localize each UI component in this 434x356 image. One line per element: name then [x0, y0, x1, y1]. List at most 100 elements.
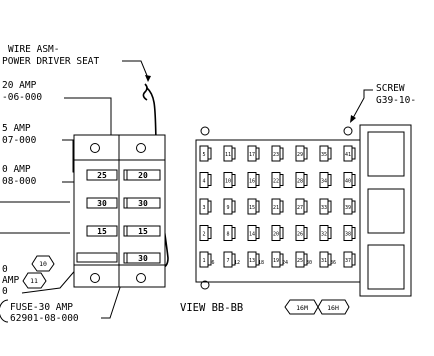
- terminal-number: 25: [297, 258, 303, 264]
- fuse-slot: 30: [123, 252, 161, 264]
- screw-label-line2: G39-10-: [376, 95, 416, 106]
- terminal-slot: 4: [199, 172, 212, 188]
- terminal-number: 21: [273, 205, 279, 211]
- fuse-slot: 30: [123, 197, 161, 209]
- left-fragment-2: AMP: [2, 275, 19, 286]
- svg-text:15: 15: [138, 227, 148, 236]
- terminal-slot: 19: [271, 251, 284, 268]
- svg-text:25: 25: [97, 171, 107, 180]
- terminal-number: 40: [345, 179, 351, 185]
- terminal-number: 23: [273, 152, 279, 158]
- terminal-slot: 33: [319, 198, 332, 215]
- leader-lines: [0, 60, 373, 319]
- terminal-slot: 8: [223, 225, 236, 241]
- terminal-slot: 13: [247, 251, 260, 268]
- terminal-number: 20: [273, 232, 279, 238]
- terminal-number: 38: [345, 232, 351, 238]
- screw-label-line1: SCREW: [376, 83, 405, 94]
- terminal-number: 31: [321, 258, 327, 264]
- terminal-number: 33: [321, 205, 327, 211]
- terminal-slot: 40: [343, 172, 356, 188]
- terminal-slot: 41: [343, 145, 356, 162]
- terminal-slot: 37: [343, 251, 356, 268]
- terminal-slot: 31: [319, 251, 332, 268]
- terminal-number: 28: [297, 179, 303, 185]
- terminal-number: 4: [202, 179, 205, 185]
- terminal-number: 19: [273, 258, 279, 264]
- terminal-number: 7: [226, 258, 229, 264]
- amp30-label-line1: 0 AMP: [2, 164, 31, 175]
- terminal-number: 3: [202, 205, 205, 211]
- relay-box: [367, 244, 405, 290]
- view-title: VIEW BB-BB: [180, 302, 243, 314]
- terminal-number: 2: [202, 232, 205, 238]
- terminal-slot: 16: [247, 172, 260, 188]
- svg-text:10: 10: [39, 260, 47, 268]
- screw-hole: [200, 126, 210, 136]
- svg-text:20: 20: [138, 171, 148, 180]
- fuse-slot: 25: [86, 169, 118, 181]
- terminal-number: 15: [249, 205, 255, 211]
- terminal-slot: 15: [247, 198, 260, 215]
- view-tag-frame-16h: [317, 299, 350, 315]
- terminal-slot: 34: [319, 172, 332, 188]
- circled-ref-10: 10: [31, 255, 55, 272]
- mount-hole: [136, 273, 146, 283]
- screw-hole: [200, 280, 210, 290]
- terminal-slot: 9: [223, 198, 236, 215]
- terminal-number: 12: [234, 260, 240, 266]
- terminal-number: 10: [225, 179, 231, 185]
- svg-text:30: 30: [97, 199, 107, 208]
- terminal-number: 6: [211, 260, 214, 266]
- wire-asm-label-line1: WIRE ASM-: [8, 44, 59, 55]
- terminal-number: 8: [226, 232, 229, 238]
- terminal-slot: 23: [271, 145, 284, 162]
- terminal-number: 26: [297, 232, 303, 238]
- terminal-number: 30: [306, 260, 312, 266]
- terminal-number: 41: [345, 152, 351, 158]
- fuse-slot: 20: [123, 169, 161, 181]
- circled-ref-11: 11: [22, 272, 47, 289]
- mount-hole: [90, 273, 100, 283]
- svg-text:30: 30: [138, 199, 148, 208]
- fuse30-label-bracket: [0, 299, 9, 323]
- terminal-number: 32: [321, 232, 327, 238]
- terminal-number: 29: [297, 152, 303, 158]
- terminal-number: 35: [321, 152, 327, 158]
- terminal-number: 16: [249, 179, 255, 185]
- left-fragment-3: 0: [2, 286, 8, 297]
- screw-hole: [343, 126, 353, 136]
- terminal-number: 13: [249, 258, 255, 264]
- amp20-label-line2: -06-000: [2, 92, 42, 103]
- wire-break-symbol: [142, 83, 148, 101]
- terminal-slot: 26: [295, 225, 308, 241]
- terminal-number: 18: [258, 260, 264, 266]
- fuse-block: 25 30 15 20 30 15: [73, 134, 166, 288]
- fuse30-label-line1: FUSE-30 AMP: [10, 302, 73, 313]
- terminal-slot: 3: [199, 198, 212, 215]
- svg-text:11: 11: [30, 277, 38, 285]
- terminal-slot: 29: [295, 145, 308, 162]
- fuse-slot: 30: [86, 197, 118, 209]
- terminal-number: 5: [202, 152, 205, 158]
- terminal-slot: 20: [271, 225, 284, 241]
- terminal-number: 9: [226, 205, 229, 211]
- fuse-slot: 15: [123, 225, 161, 237]
- terminal-slot: 11: [223, 145, 236, 162]
- terminal-number: 34: [321, 179, 327, 185]
- mount-hole: [136, 143, 146, 153]
- terminal-slot: 10: [223, 172, 236, 188]
- fuse-slot: 15: [86, 225, 118, 237]
- terminal-slot: 5: [199, 145, 212, 162]
- terminal-slot: 17: [247, 145, 260, 162]
- terminal-number: 17: [249, 152, 255, 158]
- terminal-slot: 38: [343, 225, 356, 241]
- terminal-slot: 22: [271, 172, 284, 188]
- svg-text:30: 30: [138, 254, 148, 263]
- terminal-slot: 7: [223, 251, 236, 268]
- terminal-number: 1: [202, 258, 205, 264]
- terminal-number: 36: [330, 260, 336, 266]
